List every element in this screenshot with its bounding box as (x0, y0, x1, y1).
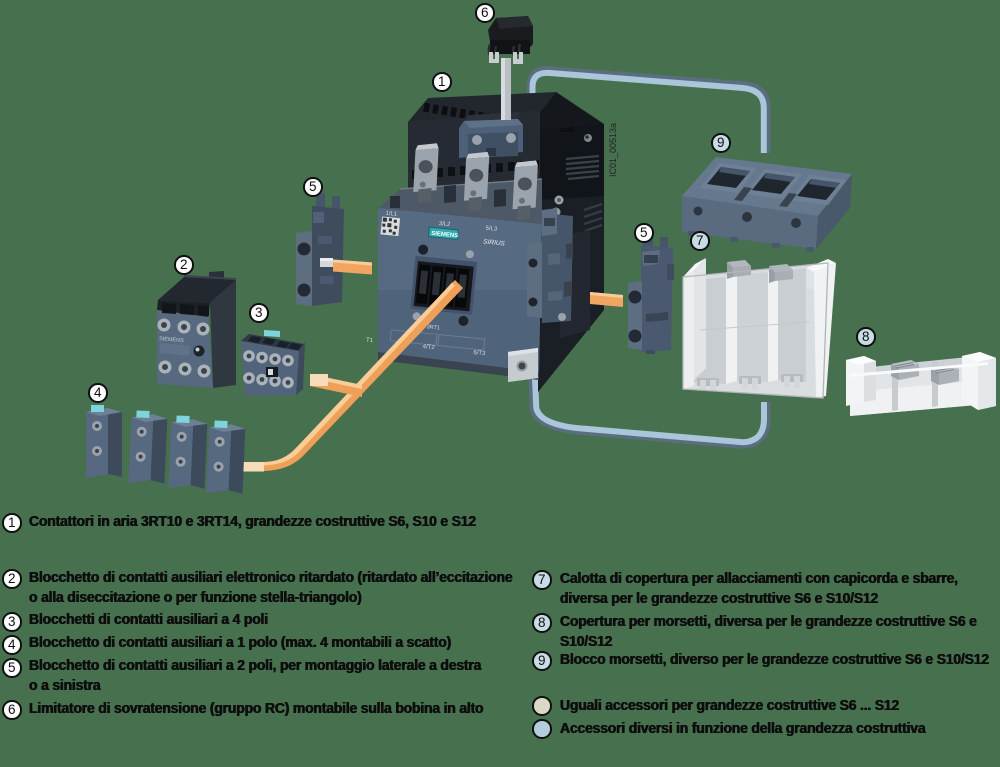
svg-text:SIEMENS: SIEMENS (159, 336, 185, 344)
svg-text:IC01_00513a: IC01_00513a (608, 123, 618, 177)
svg-text:3/L2: 3/L2 (438, 221, 451, 228)
svg-text:5/L3: 5/L3 (485, 226, 498, 233)
svg-text:T1: T1 (366, 337, 374, 344)
svg-text:6/T3: 6/T3 (473, 350, 486, 357)
svg-text:4/T2: 4/T2 (422, 344, 435, 351)
svg-text:3RT1: 3RT1 (426, 324, 440, 331)
svg-text:SIEMENS: SIEMENS (431, 231, 458, 240)
svg-text:SIRIUS: SIRIUS (483, 238, 506, 247)
svg-text:1/L1: 1/L1 (385, 211, 398, 218)
